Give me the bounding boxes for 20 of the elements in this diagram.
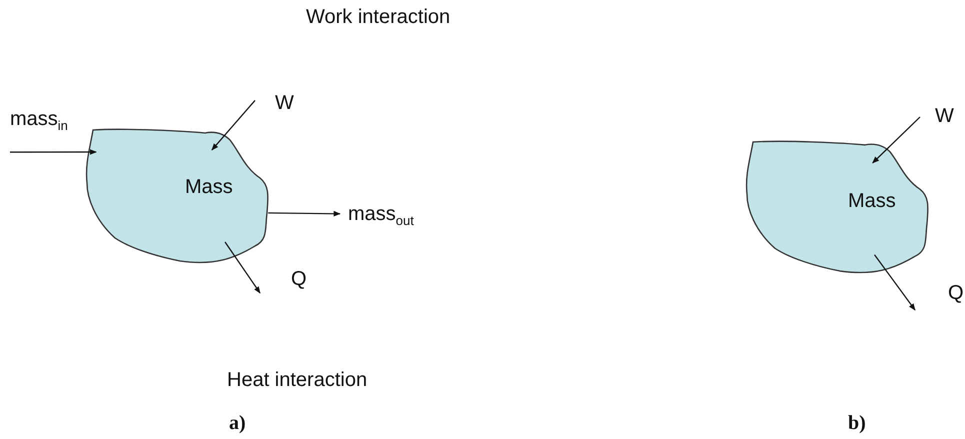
quantity-label: Q: [948, 282, 964, 304]
quantity-label: Q: [291, 268, 307, 290]
quantity-label: mass$_{out}$: [348, 203, 414, 228]
arrow: [10, 149, 97, 155]
diagram-heading: Heat interaction: [227, 369, 368, 392]
mass-region: [745, 140, 930, 275]
quantity-label: W: [275, 92, 294, 114]
arrow: [211, 100, 256, 150]
panel-label: b): [848, 412, 866, 435]
region-label: Mass: [848, 190, 896, 212]
panel-label: a): [229, 412, 246, 435]
quantity-label: W: [935, 105, 954, 127]
quantity-label: mass$_{in}$: [10, 108, 68, 134]
mass-region: [85, 128, 270, 265]
arrow: [268, 210, 341, 217]
region-label: Mass: [185, 176, 233, 198]
arrow: [872, 116, 920, 164]
diagram-heading: Work interaction: [306, 6, 450, 29]
arrow: [224, 242, 260, 294]
arrow: [874, 254, 916, 311]
